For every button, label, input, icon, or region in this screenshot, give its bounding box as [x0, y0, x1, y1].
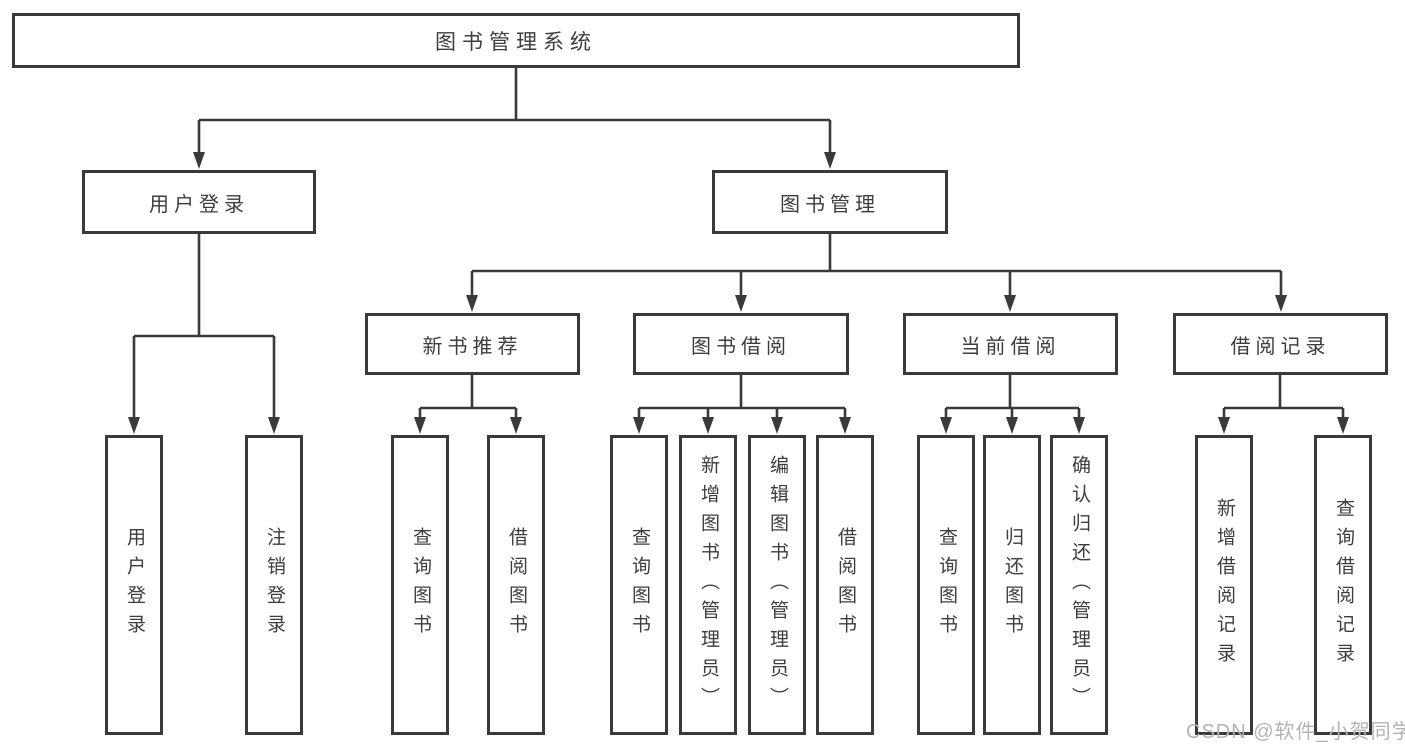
leaf-logout-label: 注销登录 [263, 527, 285, 643]
node-root-system: 图书管理系统 [12, 13, 1020, 68]
leaf-borrow-books: 借阅图书 [816, 435, 874, 735]
node-book-borrow: 图书借阅 [633, 313, 849, 375]
leaf-newbook-borrow-books-label: 借阅图书 [505, 527, 527, 643]
node-book-management-label: 图书管理 [780, 193, 880, 216]
connector-borrow-record-to-leaves [1218, 375, 1349, 434]
leaf-borrow-query-books-label: 查询图书 [628, 527, 650, 643]
node-current-borrow-label: 当前借阅 [960, 335, 1061, 358]
leaf-newbook-query-books-label: 查询图书 [409, 527, 431, 643]
leaf-return-books-label: 归还图书 [1001, 527, 1023, 643]
node-user-login-label: 用户登录 [149, 193, 249, 216]
leaf-newbook-query-books: 查询图书 [391, 435, 449, 735]
leaf-add-borrow-record-label: 新增借阅记录 [1213, 498, 1235, 672]
connector-new-book-to-leaves [414, 375, 522, 434]
connector-current-borrow-to-leaves [940, 375, 1085, 434]
leaf-query-borrow-record-label: 查询借阅记录 [1332, 498, 1354, 672]
node-new-book-recommend-label: 新书推荐 [422, 335, 523, 358]
leaf-current-query-books-label: 查询图书 [935, 527, 957, 643]
node-borrow-record: 借阅记录 [1173, 313, 1388, 375]
node-new-book-recommend: 新书推荐 [365, 313, 580, 375]
node-root-system-label: 图书管理系统 [435, 30, 597, 54]
leaf-edit-books-admin: 编辑图书（管理员） [748, 435, 806, 735]
leaf-newbook-borrow-books: 借阅图书 [487, 435, 545, 735]
leaf-add-books-admin: 新增图书（管理员） [679, 435, 737, 735]
node-book-management: 图书管理 [712, 170, 948, 234]
connector-root-to-level2 [193, 68, 836, 169]
leaf-borrow-books-label: 借阅图书 [834, 527, 856, 643]
leaf-user-login-label: 用户登录 [123, 527, 145, 643]
leaf-add-books-admin-label: 新增图书（管理员） [697, 454, 719, 716]
node-user-login: 用户登录 [82, 170, 316, 234]
leaf-confirm-return-admin: 确认归还（管理员） [1050, 435, 1108, 735]
connector-book-management-to-level3 [466, 234, 1287, 312]
connector-book-borrow-to-leaves [633, 375, 851, 434]
leaf-return-books: 归还图书 [983, 435, 1041, 735]
node-book-borrow-label: 图书借阅 [691, 335, 791, 358]
leaf-logout: 注销登录 [245, 435, 303, 735]
leaf-current-query-books: 查询图书 [917, 435, 975, 735]
leaf-borrow-query-books: 查询图书 [610, 435, 668, 735]
csdn-watermark: CSDN @软件_小贺同学 [1186, 721, 1405, 743]
leaf-edit-books-admin-label: 编辑图书（管理员） [766, 454, 788, 716]
node-current-borrow: 当前借阅 [903, 313, 1118, 375]
leaf-add-borrow-record: 新增借阅记录 [1195, 435, 1253, 735]
node-borrow-record-label: 借阅记录 [1230, 335, 1331, 358]
connector-user-login-to-leaves [128, 234, 280, 434]
leaf-confirm-return-admin-label: 确认归还（管理员） [1068, 454, 1090, 716]
leaf-user-login: 用户登录 [105, 435, 163, 735]
leaf-query-borrow-record: 查询借阅记录 [1314, 435, 1372, 735]
